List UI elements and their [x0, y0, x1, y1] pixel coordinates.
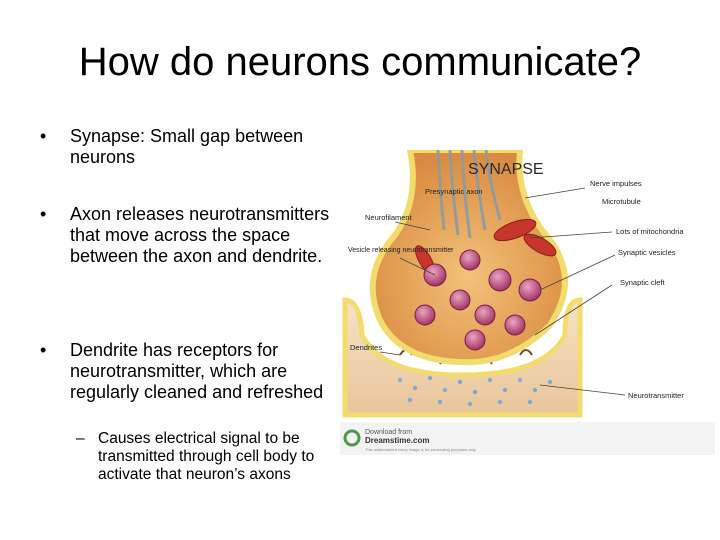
footer-download-from: Download from [365, 429, 412, 436]
label-presynaptic-axon: Presynaptic axon [425, 187, 483, 196]
synaptic-vesicles [414, 249, 542, 351]
bullet-text: Dendrite has receptors for neurotransmit… [70, 340, 324, 402]
bullet-marker: • [40, 204, 47, 224]
bullet-marker: • [40, 340, 47, 360]
dendrite-shape [342, 297, 583, 418]
bullet-marker: • [40, 126, 47, 146]
label-microtubule: Microtubule [602, 197, 641, 206]
bullet-text: Axon releases neurotransmitters that mov… [70, 204, 330, 266]
label-mitochondria: Lots of mitochondria [616, 227, 684, 236]
label-neurotransmitter: Neurotransmitter [628, 391, 684, 400]
microtubules [436, 149, 502, 239]
slide-title: How do neurons communicate? [78, 40, 642, 84]
mitochondria [414, 218, 557, 275]
diagram-heading: SYNAPSE [468, 161, 544, 178]
sub-bullet-marker: – [76, 430, 85, 447]
label-nerve-impulses: Nerve impulses [590, 179, 642, 188]
footer-small-print: This watermarked comp image is for previ… [365, 447, 477, 452]
label-dendrites: Dendrites [350, 343, 382, 352]
sub-bullet-text: Causes electrical signal to be transmitt… [98, 430, 315, 483]
watermark-bar [340, 422, 715, 455]
label-vesicle-releasing: Vesicle releasing neurotransmitter [348, 247, 454, 254]
bullet-text: Synapse: Small gap between neurons [70, 126, 304, 167]
footer-site: Dreamstime.com [365, 436, 429, 445]
dreamstime-logo-icon [343, 429, 361, 447]
label-synaptic-cleft: Synaptic cleft [620, 278, 666, 287]
label-neurofilament: Neurofilament [365, 213, 413, 222]
label-synaptic-vesicles: Synaptic vesicles [618, 248, 676, 257]
synapse-diagram: SYNAPSE Nerve impulses Presynaptic axon … [340, 147, 715, 455]
neurotransmitter-dots [397, 375, 553, 407]
